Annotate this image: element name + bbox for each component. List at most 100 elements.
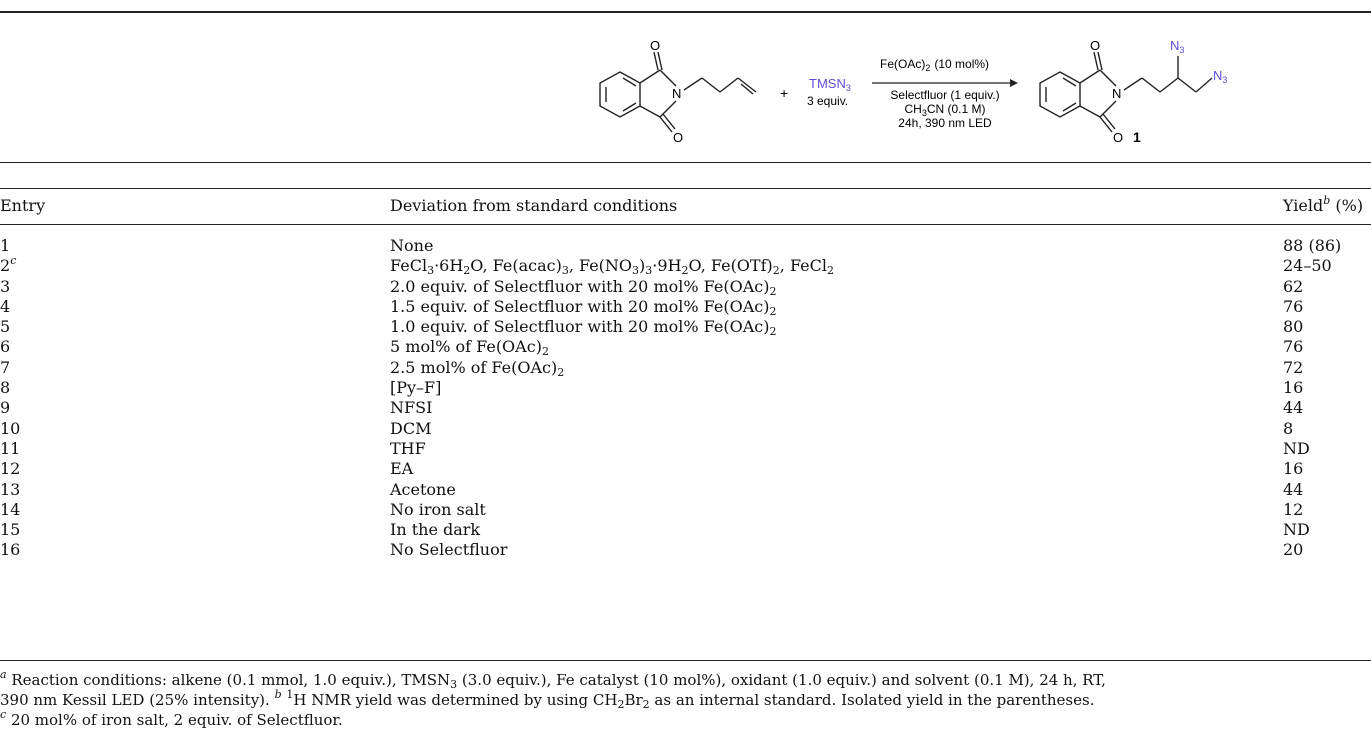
deviation-cell: EA xyxy=(390,459,414,479)
yield-cell: 16 xyxy=(1283,378,1304,398)
deviation-cell: 2.0 equiv. of Selectfluor with 20 mol% F… xyxy=(390,276,777,298)
product-azide-right: N3 xyxy=(1213,68,1227,85)
deviation-cell: 1.0 equiv. of Selectfluor with 20 mol% F… xyxy=(390,317,777,339)
table-row: 11 THF ND xyxy=(0,439,1371,459)
yield-cell: 44 xyxy=(1283,479,1304,499)
spacer-row xyxy=(0,224,1371,236)
footnote-a: a Reaction conditions: alkene (0.1 mmol,… xyxy=(0,668,1106,691)
yield-cell: 62 xyxy=(1283,276,1304,296)
time-light-label: 24h, 390 nm LED xyxy=(898,116,992,130)
yield-cell: 8 xyxy=(1283,418,1294,438)
deviation-cell: 2.5 mol% of Fe(OAc)2 xyxy=(390,357,565,379)
entry-cell: 10 xyxy=(0,418,21,438)
product-azide-top: N3 xyxy=(1170,38,1184,55)
header-bottom-rule xyxy=(0,224,1371,225)
table-row: 14 No iron salt 12 xyxy=(0,500,1371,520)
deviation-cell: No iron salt xyxy=(390,499,486,519)
header-yield: Yieldb (%) xyxy=(1283,194,1364,215)
entry-cell: 16 xyxy=(0,540,21,560)
table-row: 2c FeCl3·6H2O, Fe(acac)3, Fe(NO3)3·9H2O, … xyxy=(0,254,1371,278)
entry-cell: 5 xyxy=(0,317,11,337)
footnotes: a Reaction conditions: alkene (0.1 mmol,… xyxy=(0,668,1371,730)
yield-cell: 16 xyxy=(1283,459,1304,479)
footnote-a-b: 390 nm Kessil LED (25% intensity). b 1H … xyxy=(0,688,1095,711)
table-body: 1 None 88 (86) 2c FeCl3·6H2O, Fe(acac)3, Fe(… xyxy=(0,224,1371,561)
table-row: 7 2.5 mol% of Fe(OAc)2 72 xyxy=(0,358,1371,378)
entry-cell: 1 xyxy=(0,236,11,255)
deviation-cell: None xyxy=(390,236,434,255)
reactant-o-top: O xyxy=(650,38,660,53)
deviation-cell: DCM xyxy=(390,418,432,438)
reagent-equiv: 3 equiv. xyxy=(807,94,848,108)
deviation-cell: THF xyxy=(390,438,426,458)
plus-sign: + xyxy=(780,85,788,101)
table-row: 15 In the dark ND xyxy=(0,520,1371,540)
yield-cell: 88 (86) xyxy=(1283,236,1342,255)
deviation-cell: 5 mol% of Fe(OAc)2 xyxy=(390,337,549,359)
solvent-label: CH3CN (0.1 M) xyxy=(904,102,985,118)
header-deviation: Deviation from standard conditions xyxy=(390,196,678,215)
catalyst-label: Fe(OAc)2(10 mol%) xyxy=(880,57,989,73)
entry-cell: 2c xyxy=(0,254,17,276)
header-entry: Entry xyxy=(0,196,46,215)
reaction-arrow xyxy=(872,79,1018,87)
deviation-cell: NFSI xyxy=(390,398,433,418)
scheme-rule xyxy=(0,162,1371,163)
entry-cell: 15 xyxy=(0,520,21,540)
deviation-cell: Acetone xyxy=(390,479,456,499)
header-top-rule xyxy=(0,188,1371,189)
footnote-c: c 20 mol% of iron salt, 2 equiv. of Sele… xyxy=(0,708,343,729)
table-row: 10 DCM 8 xyxy=(0,419,1371,439)
table-row: 9 NFSI 44 xyxy=(0,398,1371,418)
product-o-bottom: O xyxy=(1113,130,1123,145)
entry-cell: 12 xyxy=(0,459,21,479)
yield-cell: ND xyxy=(1283,520,1310,540)
deviation-cell: In the dark xyxy=(390,520,481,540)
yield-cell: 76 xyxy=(1283,296,1304,316)
table-row: 5 1.0 equiv. of Selectfluor with 20 mol% … xyxy=(0,317,1371,337)
table-row: 8 [Py–F] 16 xyxy=(0,378,1371,398)
deviation-cell: 1.5 equiv. of Selectfluor with 20 mol% F… xyxy=(390,296,777,318)
product-n: N xyxy=(1112,86,1121,101)
oxidant-label: Selectfluor (1 equiv.) xyxy=(890,88,999,102)
top-rule xyxy=(0,11,1371,13)
yield-cell: 76 xyxy=(1283,337,1304,357)
product-label: 1 xyxy=(1133,129,1141,145)
table-row: 13 Acetone 44 xyxy=(0,480,1371,500)
entry-cell: 6 xyxy=(0,337,11,357)
yield-cell: 80 xyxy=(1283,317,1304,337)
entry-cell: 11 xyxy=(0,438,21,458)
table-row: 16 No Selectfluor 20 xyxy=(0,540,1371,560)
deviation-cell: No Selectfluor xyxy=(390,540,508,560)
entry-cell: 3 xyxy=(0,276,11,296)
entry-cell: 7 xyxy=(0,357,11,377)
yield-cell: 44 xyxy=(1283,398,1304,418)
table-row: 1 None 88 (86) xyxy=(0,236,1371,256)
reactant-structure xyxy=(599,51,757,133)
entry-cell: 13 xyxy=(0,479,21,499)
reactant-n: N xyxy=(672,86,681,101)
yield-cell: 20 xyxy=(1283,540,1304,560)
yield-cell: 12 xyxy=(1283,499,1304,519)
yield-cell: 72 xyxy=(1283,357,1304,377)
entry-cell: 14 xyxy=(0,499,21,519)
yield-cell: 24–50 xyxy=(1283,256,1332,276)
entry-cell: 4 xyxy=(0,296,11,316)
product-o-top: O xyxy=(1090,38,1100,53)
reactant-o-bottom: O xyxy=(673,130,683,145)
reagent-tmsn3: TMSN3 xyxy=(809,76,851,93)
deviation-cell: FeCl3·6H2O, Fe(acac)3, Fe(NO3)3·9H2O, Fe… xyxy=(390,256,834,278)
yield-cell: ND xyxy=(1283,438,1310,458)
product-structure xyxy=(1039,51,1213,133)
entry-cell: 8 xyxy=(0,378,11,398)
table-row: 4 1.5 equiv. of Selectfluor with 20 mol% … xyxy=(0,297,1371,317)
table-bottom-rule xyxy=(0,660,1371,661)
table-row: 6 5 mol% of Fe(OAc)2 76 xyxy=(0,337,1371,357)
table-row: 3 2.0 equiv. of Selectfluor with 20 mol% … xyxy=(0,277,1371,297)
reaction-scheme: O N O + TMSN3 3 equiv. Fe(OAc)2(10 mol%)… xyxy=(599,38,1227,145)
deviation-cell: [Py–F] xyxy=(390,378,442,398)
table-row: 12 EA 16 xyxy=(0,459,1371,479)
entry-cell: 9 xyxy=(0,398,11,418)
table-header-row: Entry Deviation from standard conditions… xyxy=(0,188,1371,224)
optimization-table: Entry Deviation from standard conditions… xyxy=(0,188,1371,561)
